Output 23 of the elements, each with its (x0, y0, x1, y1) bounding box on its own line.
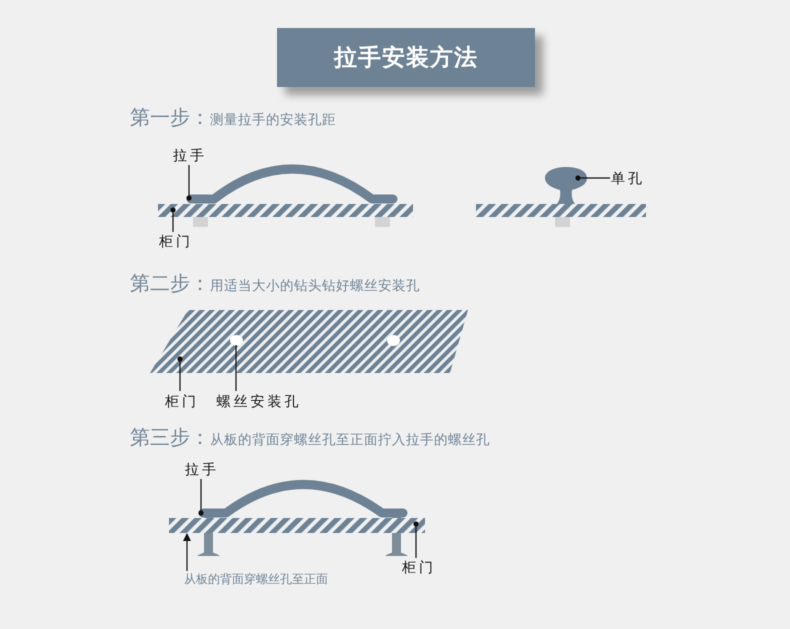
leader-line (198, 479, 204, 516)
step-heading: 第二步： (130, 270, 210, 297)
callout-label: 拉手 (173, 146, 207, 164)
step-description: 从板的背面穿螺丝孔至正面拧入拉手的螺丝孔 (210, 431, 490, 449)
leader-line (186, 165, 192, 201)
leader-line (170, 207, 176, 232)
leader-line (413, 521, 419, 558)
callout-label: 拉手 (185, 460, 219, 478)
arrow (183, 533, 191, 571)
step-description: 测量拉手的安装孔距 (210, 111, 336, 129)
callout-label: 柜门 (159, 233, 193, 251)
callout-label: 柜门 (402, 559, 436, 577)
callout-label: 单孔 (611, 170, 645, 188)
step-description: 用适当大小的钻头钻好螺丝安装孔 (210, 277, 420, 295)
step-heading: 第三步： (130, 424, 210, 451)
title-banner: 拉手安装方法 (277, 28, 535, 87)
leader-line (575, 175, 610, 181)
leader-line (177, 356, 183, 391)
leader-line (235, 345, 237, 391)
step-heading: 第一步： (130, 104, 210, 131)
callout-label: 从板的背面穿螺丝孔至正面 (184, 570, 328, 588)
callout-label: 螺丝安装孔 (216, 392, 302, 410)
callout-label: 柜门 (165, 392, 199, 410)
